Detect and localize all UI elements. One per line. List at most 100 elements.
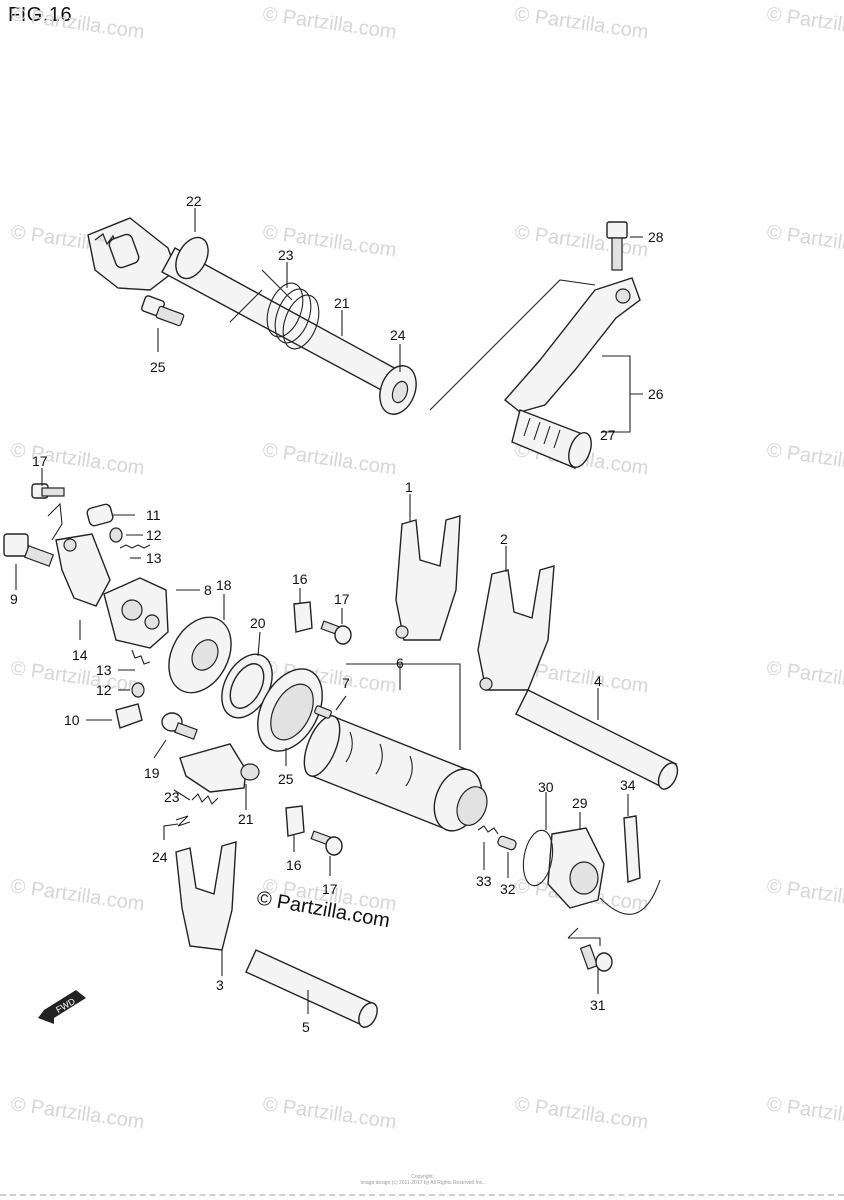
- screw-17-a[interactable]: [320, 620, 352, 645]
- bolt-19[interactable]: [161, 712, 198, 740]
- cam-stopper-plate-14[interactable]: [47, 502, 111, 607]
- callout-38: 34: [620, 777, 636, 793]
- watermark-text: © Partzilla.com: [513, 3, 650, 44]
- bolt-29[interactable]: [141, 295, 185, 327]
- callout-4: 4: [594, 673, 602, 689]
- watermark-text: © Partzilla.com: [261, 1093, 398, 1134]
- fork-shaft-4[interactable]: [515, 689, 681, 792]
- plate-16-b[interactable]: [285, 805, 305, 837]
- callout-15: 17: [32, 453, 48, 469]
- screw-15[interactable]: [31, 483, 65, 499]
- copyright-line-2: Image design (c) 2011-2017 by All Rights…: [360, 1180, 484, 1186]
- callout-7: 7: [342, 675, 350, 691]
- spring-13-b[interactable]: [131, 649, 151, 665]
- callout-19: 19: [144, 765, 160, 781]
- washer-24[interactable]: [212, 646, 283, 727]
- watermark-text: © Partzilla.com: [9, 439, 146, 480]
- plate-16-a[interactable]: [293, 601, 313, 633]
- callout-2: 2: [500, 531, 508, 547]
- callout-11: 11: [146, 507, 161, 523]
- footpeg-rubber-31[interactable]: [511, 409, 596, 470]
- shift-fork-2[interactable]: [477, 565, 555, 691]
- callout-10: 10: [64, 712, 80, 728]
- callout-30: 26: [648, 386, 664, 402]
- watermark-text: © Partzilla.com: [9, 1093, 146, 1134]
- watermark-text: © Partzilla.com: [513, 1093, 650, 1134]
- callout-12-bottom: 12: [96, 682, 112, 698]
- pin-11[interactable]: [86, 503, 114, 527]
- shift-cam-drum-6[interactable]: [297, 711, 492, 838]
- callout-21: 23: [164, 789, 180, 805]
- spring-22[interactable]: [175, 815, 191, 827]
- fork-shaft-5[interactable]: [245, 949, 381, 1030]
- gearshift-lever-30[interactable]: [429, 277, 641, 413]
- front-direction-arrow: FWD: [38, 990, 86, 1024]
- footer-dashed-rule: [0, 1194, 844, 1196]
- leader-lines: [15, 208, 643, 1014]
- watermark-text: © Partzilla.com: [9, 657, 146, 698]
- callout-18: 18: [216, 577, 232, 593]
- callout-34: 30: [538, 779, 554, 795]
- callout-12-top: 12: [146, 527, 162, 543]
- watermark-text: © Partzilla.com: [765, 657, 844, 698]
- callout-29: 25: [150, 359, 166, 375]
- callout-17-top: 17: [334, 591, 350, 607]
- callout-37: 33: [476, 873, 492, 889]
- callout-35: 31: [590, 997, 606, 1013]
- spring-13-a[interactable]: [119, 544, 151, 549]
- callout-5: 5: [302, 1019, 310, 1035]
- callout-32: 28: [648, 229, 664, 245]
- shift-fork-3[interactable]: [175, 841, 237, 951]
- callout-13-top: 13: [146, 550, 162, 566]
- callout-13-bottom: 13: [96, 662, 112, 678]
- screw-17-b[interactable]: [310, 830, 343, 856]
- pin-12-a[interactable]: [109, 527, 123, 543]
- figure-title: FIG.16: [8, 4, 73, 26]
- watermark-text: © Partzilla.com: [513, 221, 650, 262]
- callout-17-bottom: 17: [322, 881, 338, 897]
- clamp-38[interactable]: [599, 815, 661, 915]
- callout-26: 22: [186, 193, 202, 209]
- oil-seal-28[interactable]: [373, 361, 422, 420]
- callout-9: 9: [10, 591, 18, 607]
- callout-31: 27: [600, 427, 616, 443]
- watermark-text: © Partzilla.com: [9, 875, 146, 916]
- watermark-text: © Partzilla.com: [765, 221, 844, 262]
- copyright-line-1: Copyright: [411, 1174, 433, 1180]
- callout-23: 25: [278, 771, 294, 787]
- callout-8: 8: [204, 582, 212, 598]
- watermark-text: © Partzilla.com: [261, 439, 398, 480]
- o-ring-34[interactable]: [519, 828, 556, 888]
- pin-36[interactable]: [497, 835, 517, 851]
- shift-fork-1[interactable]: [395, 515, 461, 641]
- watermark-text: © Partzilla.com: [765, 439, 844, 480]
- pin-12-b[interactable]: [131, 682, 145, 698]
- cam-stopper-20[interactable]: [179, 743, 260, 793]
- callout-28: 24: [390, 327, 406, 343]
- callout-36: 32: [500, 881, 516, 897]
- callout-22: 24: [152, 849, 168, 865]
- bolt-9[interactable]: [3, 533, 55, 567]
- callout-20: 21: [238, 811, 254, 827]
- gear-position-switch-33[interactable]: [547, 827, 605, 909]
- watermark-text: © Partzilla.com: [765, 875, 844, 916]
- spring-37[interactable]: [477, 825, 499, 835]
- callout-6: 6: [396, 655, 404, 671]
- callout-27: 23: [278, 247, 294, 263]
- bolt-32[interactable]: [606, 221, 628, 271]
- callout-3: 3: [216, 977, 224, 993]
- pin-7[interactable]: [314, 705, 332, 719]
- callout-14: 14: [72, 647, 88, 663]
- bearing-23[interactable]: [245, 658, 336, 762]
- gearshift-shaft-26[interactable]: [87, 217, 399, 393]
- screw-35[interactable]: [579, 944, 613, 972]
- pawl-10[interactable]: [115, 703, 143, 729]
- callout-1: 1: [405, 479, 413, 495]
- cam-driven-gear-8[interactable]: [103, 577, 169, 649]
- gearshift-spring-27[interactable]: [229, 269, 326, 354]
- cam-guide-18[interactable]: [156, 607, 243, 704]
- watermark-text: © Partzilla.com: [765, 3, 844, 44]
- spring-21[interactable]: [191, 793, 219, 805]
- callout-33: 29: [572, 795, 588, 811]
